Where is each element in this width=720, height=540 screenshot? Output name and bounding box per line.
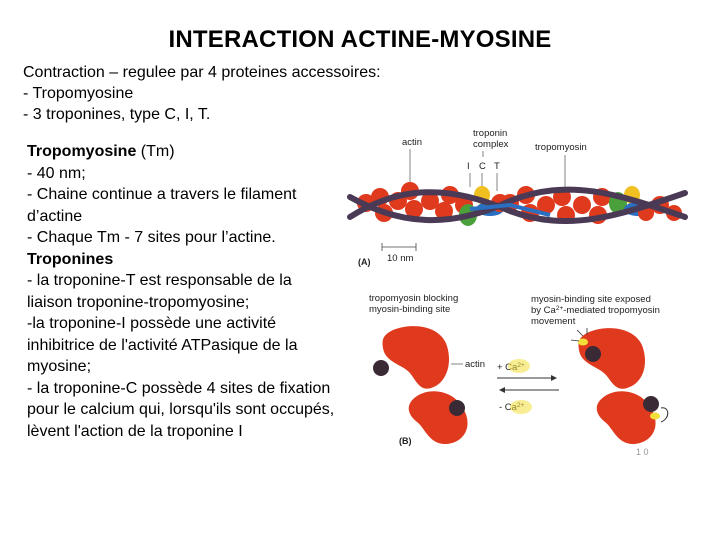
tropomyosin-strand-1 — [347, 189, 688, 224]
page-title: INTERACTION ACTINE-MYOSINE — [168, 26, 552, 53]
tropomyosin-cross-section — [373, 360, 389, 376]
scale-label: 10 nm — [387, 253, 413, 264]
actin-monomer — [421, 192, 439, 210]
label-troponin-T: T — [494, 161, 500, 172]
calcium-regulation-figure: tropomyosin blocking myosin-binding site… — [369, 293, 669, 446]
label-tropomyosin: tropomyosin — [535, 142, 587, 153]
tropomyosin-strand-2 — [347, 186, 688, 223]
actin-monomer — [573, 196, 591, 214]
troponin-line: - la troponine-C possède 4 sites de fixa… — [27, 379, 335, 440]
label-actin: actin — [402, 137, 422, 148]
troponin-T-tail — [469, 202, 551, 217]
tropomyosin-line: - Chaque Tm - 7 sites pour l’actine. — [27, 229, 276, 246]
tropomyosin-cross-section — [643, 396, 659, 412]
panel-label-a: (A) — [358, 257, 371, 267]
troponin-heading: Troponines — [27, 250, 114, 268]
actin-monomer — [537, 196, 555, 214]
calcium-badge — [510, 400, 532, 414]
caption-blocking-1: tropomyosin blocking — [369, 293, 458, 304]
caption-exposed-2: by Ca2+-mediated tropomyosin — [531, 305, 660, 316]
tropomyosin-line: - 40 nm; — [27, 164, 86, 182]
intro-line: Contraction – regulee par 4 proteines ac… — [23, 64, 381, 81]
panel-label-b: (B) — [399, 436, 412, 446]
label-leader-lines — [409, 149, 566, 197]
actin-filament-figure: actin troponin complex tropomyosin I C T — [347, 128, 688, 267]
exposed-binding-site — [578, 338, 588, 346]
tropomyosin-cross-section — [449, 400, 465, 416]
intro-block: Contraction – regulee par 4 proteines ac… — [23, 62, 381, 125]
scale-bar — [381, 243, 417, 251]
intro-line: - Tropomyosine — [23, 85, 134, 102]
label-troponin-I: I — [467, 161, 470, 172]
tropomyosin-line: - Chaine continue a travers le filament … — [27, 186, 297, 225]
actin-pair-left — [373, 326, 468, 444]
calcium-arrows: + Ca2+ - Ca2+ — [497, 359, 559, 414]
actin-monomer — [435, 202, 453, 220]
intro-line: - 3 troponines, type C, I, T. — [23, 106, 211, 123]
tropomyosin-cross-section — [585, 346, 601, 362]
actin-monomer — [405, 200, 423, 218]
label-troponin-C: C — [479, 161, 486, 172]
label-troponin-complex-1: troponin — [473, 128, 507, 139]
troponin-line: -la troponine-I possède une activité inh… — [27, 315, 298, 375]
exposed-binding-site — [650, 412, 660, 420]
label-actin-b: actin — [465, 359, 485, 370]
calcium-badge — [508, 359, 530, 373]
body-text: Tropomyosine (Tm) - 40 nm; - Chaine cont… — [27, 141, 337, 442]
slide-number: 1 0 — [636, 447, 649, 457]
actin-pair-right — [570, 328, 669, 444]
troponin-line: - la troponine-T est responsable de la l… — [27, 272, 292, 311]
label-troponin-complex-2: complex — [473, 139, 509, 150]
caption-exposed-1: myosin-binding site exposed — [531, 294, 651, 305]
caption-exposed-3: movement — [531, 316, 576, 327]
caption-blocking-2: myosin-binding site — [369, 304, 450, 315]
tropomyosin-heading: Tropomyosine (Tm) — [27, 143, 175, 160]
